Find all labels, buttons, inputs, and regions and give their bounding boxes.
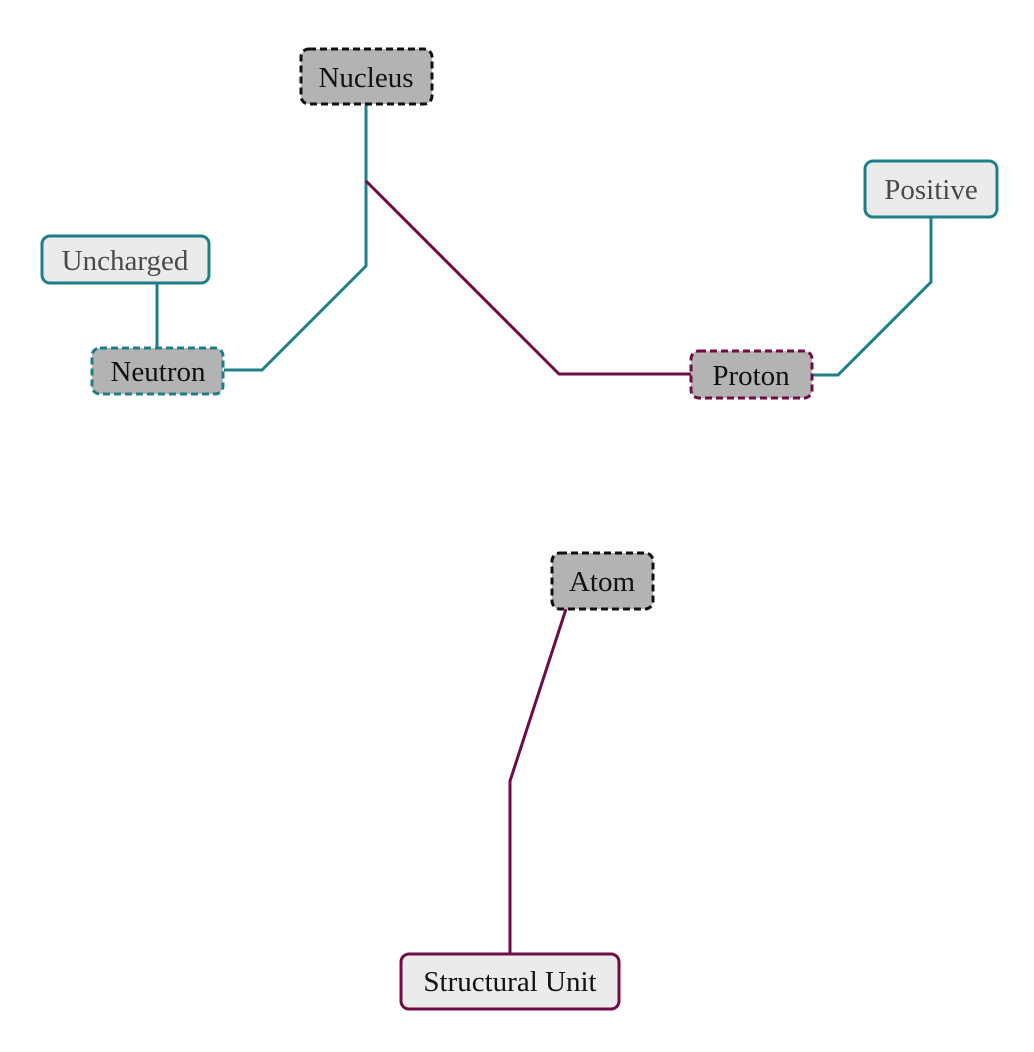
node-structural-unit[interactable]: Structural Unit: [399, 952, 621, 1011]
node-positive-label: Positive: [884, 174, 977, 206]
node-structural-unit-box: [399, 952, 621, 1011]
node-uncharged-label: Uncharged: [62, 245, 189, 277]
edge-nucleus-proton: [364, 179, 691, 376]
node-atom-label: Atom: [569, 566, 636, 598]
node-positive-box: [863, 159, 999, 219]
node-nucleus-label: Nucleus: [318, 62, 413, 94]
node-proton-label: Proton: [712, 360, 790, 392]
node-nucleus[interactable]: Nucleus: [299, 47, 434, 106]
node-neutron[interactable]: Neutron: [90, 346, 225, 396]
node-atom[interactable]: Atom: [550, 551, 655, 611]
node-structural-unit-label: Structural Unit: [423, 966, 596, 998]
node-uncharged-box: [40, 234, 211, 285]
edge-nucleus-neutron: [224, 105, 368, 372]
node-positive[interactable]: Positive: [863, 159, 999, 219]
node-proton[interactable]: Proton: [689, 349, 814, 400]
node-neutron-label: Neutron: [110, 356, 206, 388]
edge-positive-proton: [812, 217, 933, 377]
node-proton-box: [689, 349, 814, 400]
node-atom-box: [550, 551, 655, 611]
edge-atom-structural-unit: [508, 608, 568, 954]
node-uncharged[interactable]: Uncharged: [40, 234, 211, 285]
node-neutron-box: [90, 346, 225, 396]
node-nucleus-box: [299, 47, 434, 106]
